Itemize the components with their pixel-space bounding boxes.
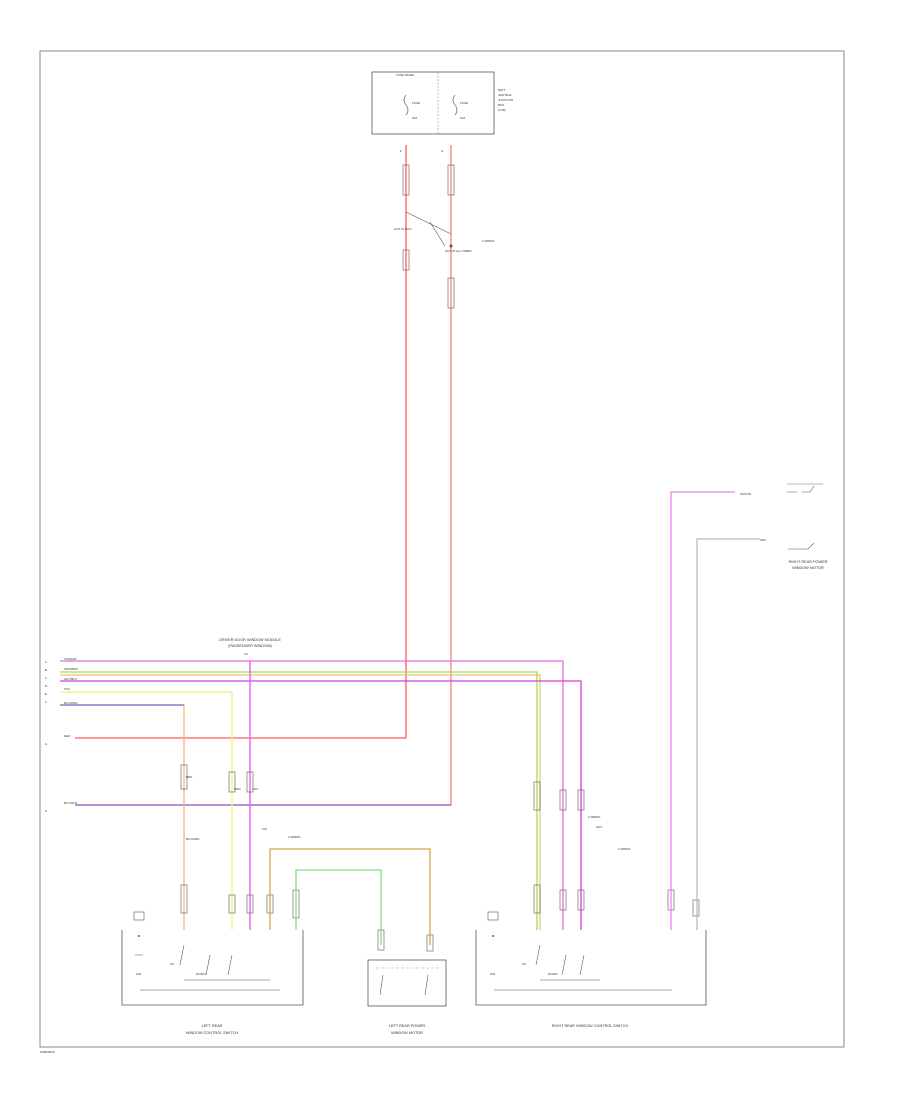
fuse-panel-note: CENTRAL <box>498 93 512 97</box>
wire-label-blu-wht: BLU/WHT <box>64 801 78 805</box>
right-switch-label-sd: S/D <box>490 972 496 976</box>
fuse-right-rating: 10A <box>460 116 465 120</box>
fuse-panel-note: JUNCTION <box>498 98 513 102</box>
bus-wire-vio-wht <box>60 660 564 930</box>
left-switch-label-sd: S/D <box>136 972 142 976</box>
left-switch-subtitle: WINDOW CONTROL SWITCH <box>186 1031 238 1035</box>
module-pin-letter: B <box>45 668 47 672</box>
right-switch-label-down: DOWN <box>548 972 558 976</box>
fuse-panel-note: (CJB) <box>498 108 506 112</box>
bus-wire-grn-brn-2 <box>60 674 541 930</box>
right-motor-title: RIGHT REAR POWER <box>789 560 828 564</box>
wire-label-tan: TAN <box>64 687 70 691</box>
fuse-panel: FUSE PANEL BATT CENTRAL JUNCTION BOX (CJ… <box>371 71 513 153</box>
fuse-panel-title: FUSE PANEL <box>396 73 415 77</box>
fuse-pin-left: F <box>400 149 402 153</box>
fuse-right-name: FUSE <box>460 101 468 105</box>
right-switch-label-up: UP <box>522 962 526 966</box>
left-motor-title: LEFT REAR POWER <box>389 1024 425 1028</box>
fuse-right-icon <box>452 94 458 116</box>
red-feed-wire <box>75 145 407 739</box>
wire-label-gry-blk: GRY/BLK <box>64 677 77 681</box>
fuse-pin-right: G <box>441 149 444 153</box>
left-switch-label-down: DOWN <box>196 972 206 976</box>
relay-label-left: HOT IN RUN <box>394 227 411 231</box>
right-motor-label-gry: GRY <box>760 538 766 542</box>
module-pin-letter: A <box>45 660 47 664</box>
fuse-left-rating: 30A <box>412 116 417 120</box>
right-motor-label-motor: MOTOR <box>740 492 752 496</box>
brown-wire <box>269 848 431 945</box>
diagram-border <box>39 50 845 1048</box>
pink-riser-wire <box>670 491 735 930</box>
segment-label-red: RED <box>186 775 193 779</box>
right-motor-subtitle: WINDOW MOTOR <box>792 566 824 570</box>
fuse-left-icon <box>403 94 409 116</box>
bus-wire-grn-brn <box>60 671 538 930</box>
bus-wire-blu-org <box>60 704 185 930</box>
right-side-wires: 2 WIRES 2 WIRES <box>588 491 760 930</box>
right-switch-title: RIGHT REAR WINDOW CONTROL SWITCH <box>552 1024 629 1028</box>
left-switch-label-up: UP <box>170 962 174 966</box>
main-feed-wires: HOT IN RUN HOT AT ALL TIMES 2 WIRES <box>75 145 494 806</box>
right-rear-motor: MOTOR GRY RIGHT REAR POWER WINDOW MOTOR <box>740 483 828 570</box>
wire-label-vio-wht: VIO/WHT <box>64 657 77 661</box>
module-pin-letter: F <box>45 700 47 704</box>
left-rear-motor: LEFT REAR POWER WINDOW MOTOR <box>367 959 447 1035</box>
module-pin-letter: G <box>45 742 48 746</box>
relay-switch-icon <box>405 211 453 248</box>
relay-wire-label: 2 WIRES <box>482 239 494 243</box>
wire-count-right: 2 WIRES <box>618 847 630 851</box>
module-pin-letter: H <box>45 809 47 813</box>
green-wire <box>295 869 382 945</box>
fuse-panel-note: BATT <box>498 88 506 92</box>
relay-label-right: HOT AT ALL TIMES <box>445 249 471 253</box>
fuse-panel-note: BOX <box>498 103 504 107</box>
wire-count-mid: 2 WIRES <box>588 815 600 819</box>
module-pin: C2 <box>244 652 248 656</box>
left-rear-switch: UP DOWN S/D LEFT REAR WINDOW CONTROL SWI… <box>121 911 304 1035</box>
segment-label-org: ORG <box>234 787 242 791</box>
wire-label-blu-org: BLU/ORG <box>64 701 78 705</box>
drop-connectors <box>180 764 700 952</box>
right-rear-switch: UP DOWN S/D RIGHT REAR WINDOW CONTROL SW… <box>475 911 707 1028</box>
fuse-left-name: FUSE <box>412 101 420 105</box>
bus-wire-tan <box>60 691 233 930</box>
left-motor-wires: 2 WIRES <box>269 835 431 945</box>
segment-label-tan: TAN <box>252 787 258 791</box>
gray-riser-wire <box>696 538 760 930</box>
module-title: DRIVER DOOR WINDOW MODULE <box>219 638 281 642</box>
module-pin-letter: C <box>45 676 48 680</box>
segment-label-vio: VIO <box>262 827 268 831</box>
wire-count-left: 2 WIRES <box>288 835 300 839</box>
wire-label-grn-brn: GRN/BRN <box>64 667 78 671</box>
bus-wire-gry-blk <box>60 680 582 930</box>
left-switch-title: LEFT REAR <box>202 1024 223 1028</box>
module-pin-letter: D <box>45 684 48 688</box>
module-subtitle: (PASSENGER WINDOW) <box>228 644 272 648</box>
module-pin-letter: E <box>45 692 47 696</box>
segment-label-blu-org: BLU/ORG <box>186 837 200 841</box>
blu-wht-feed-wire <box>75 145 452 806</box>
wire-label-red: RED <box>64 734 71 738</box>
segment-label-gry: GRY <box>596 825 602 829</box>
module-harness: DRIVER DOOR WINDOW MODULE (PASSENGER WIN… <box>45 638 582 930</box>
left-motor-subtitle: WINDOW MOTOR <box>391 1031 423 1035</box>
page-reference: W0000000 <box>40 1050 55 1054</box>
